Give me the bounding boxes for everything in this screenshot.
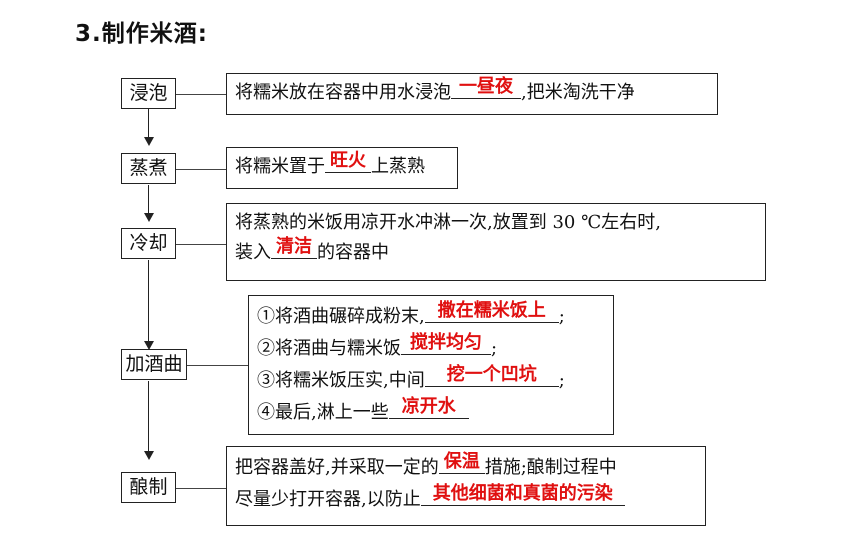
answer-brew-2: 其他细菌和真菌的污染	[420, 483, 625, 506]
desc-add-yeast: ①将酒曲碾碎成粉末,撒在糯米饭上; ②将酒曲与糯米饭搅拌均匀; ③将糯米饭压实,…	[248, 295, 614, 435]
flow-arrow-3	[144, 341, 154, 350]
flow-arrow-2	[144, 213, 154, 222]
desc-add-yeast-text-3a: ③将糯米饭压实,中间	[257, 370, 425, 391]
flow-line-2	[148, 185, 149, 213]
step-add-yeast: 加酒曲	[121, 349, 187, 380]
step-steam-label: 蒸煮	[129, 157, 168, 179]
desc-steam: 将糯米置于旺火上蒸熟	[226, 147, 458, 189]
step-soak-label: 浸泡	[129, 82, 168, 104]
desc-soak-text-b: ,把米淘洗干净	[521, 82, 635, 103]
desc-brew: 把容器盖好,并采取一定的保温措施;酿制过程中 尽量少打开容器,以防止其他细菌和真…	[226, 446, 706, 526]
desc-steam-text-b: 上蒸熟	[371, 156, 425, 177]
desc-brew-line-2: 尽量少打开容器,以防止其他细菌和真菌的污染	[235, 483, 697, 516]
desc-add-yeast-text-2b: ;	[491, 338, 498, 359]
flow-arrow-4	[144, 451, 154, 460]
desc-cool: 将蒸熟的米饭用凉开水冲淋一次,放置到 30 ℃左右时, 装入清洁的容器中	[226, 203, 766, 281]
answer-cool: 清洁	[271, 236, 317, 259]
step-cool: 冷却	[121, 228, 176, 259]
desc-add-yeast-line-3: ③将糯米饭压实,中间挖一个凹坑;	[257, 364, 605, 397]
answer-add-yeast-3: 挖一个凹坑	[424, 364, 559, 387]
desc-cool-line-2: 装入清洁的容器中	[235, 236, 757, 268]
connector-steam	[176, 169, 226, 170]
flow-arrow-1	[144, 137, 154, 146]
step-brew-label: 酿制	[129, 476, 168, 498]
desc-brew-text-1a: 把容器盖好,并采取一定的	[235, 457, 439, 478]
connector-add-yeast	[187, 365, 248, 366]
desc-add-yeast-text-3b: ;	[558, 370, 565, 391]
desc-soak-text-a: 将糯米放在容器中用水浸泡	[235, 82, 451, 103]
desc-add-yeast-line-4: ④最后,淋上一些凉开水	[257, 396, 605, 429]
step-add-yeast-label: 加酒曲	[125, 353, 183, 375]
desc-add-yeast-line-2: ②将酒曲与糯米饭搅拌均匀;	[257, 332, 605, 365]
answer-brew-1: 保温	[438, 451, 485, 474]
answer-add-yeast-1: 撒在糯米饭上	[424, 300, 559, 323]
desc-add-yeast-text-2a: ②将酒曲与糯米饭	[257, 338, 401, 359]
desc-add-yeast-text-1a: ①将酒曲碾碎成粉末,	[257, 306, 425, 327]
section-title: 3.制作米酒:	[75, 21, 208, 47]
desc-brew-line-1: 把容器盖好,并采取一定的保温措施;酿制过程中	[235, 451, 697, 484]
desc-cool-text-b: 的容器中	[317, 242, 389, 263]
desc-cool-text-a: 装入	[235, 242, 271, 263]
connector-soak	[176, 94, 226, 95]
desc-cool-line-1: 将蒸熟的米饭用凉开水冲淋一次,放置到 30 ℃左右时,	[235, 212, 661, 233]
flow-line-4	[148, 381, 149, 451]
answer-steam: 旺火	[325, 150, 371, 173]
desc-brew-text-1b: 措施;酿制过程中	[484, 457, 617, 478]
flow-line-1	[148, 109, 149, 137]
answer-add-yeast-2: 搅拌均匀	[401, 332, 491, 355]
desc-steam-text-a: 将糯米置于	[235, 156, 325, 177]
connector-cool	[176, 244, 226, 245]
step-steam: 蒸煮	[121, 153, 176, 184]
desc-add-yeast-text-1b: ;	[558, 306, 565, 327]
desc-add-yeast-text-4a: ④最后,淋上一些	[257, 402, 389, 423]
desc-soak: 将糯米放在容器中用水浸泡一昼夜,把米淘洗干净	[226, 73, 718, 115]
desc-add-yeast-line-1: ①将酒曲碾碎成粉末,撒在糯米饭上;	[257, 300, 605, 333]
desc-brew-text-2a: 尽量少打开容器,以防止	[235, 489, 421, 510]
step-brew: 酿制	[121, 472, 176, 503]
connector-brew	[176, 488, 226, 489]
step-cool-label: 冷却	[129, 232, 168, 254]
answer-soak: 一昼夜	[451, 76, 521, 99]
answer-add-yeast-4: 凉开水	[388, 396, 469, 419]
flow-line-3	[148, 260, 149, 341]
step-soak: 浸泡	[121, 78, 176, 109]
